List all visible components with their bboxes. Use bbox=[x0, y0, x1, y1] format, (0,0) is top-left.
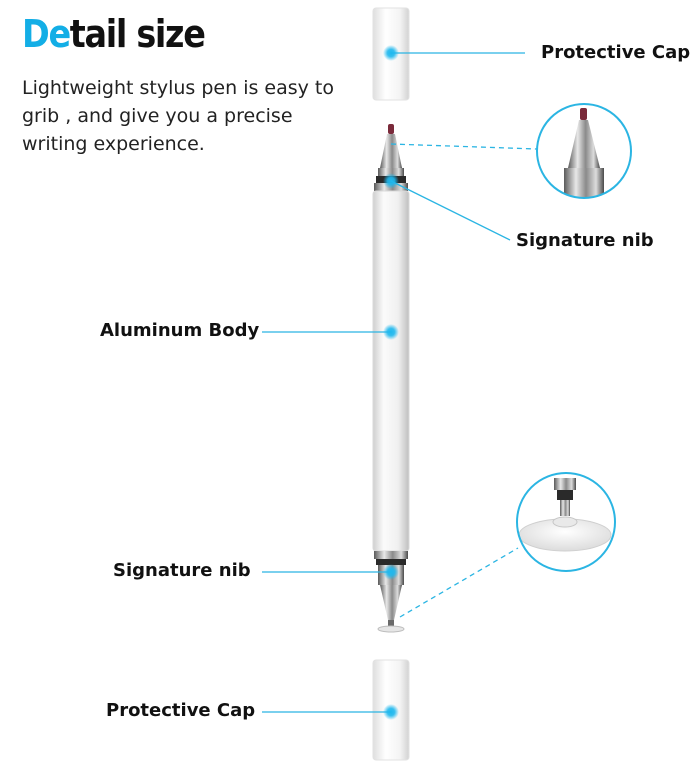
hotspot-dot-icon bbox=[383, 324, 399, 340]
leader-zoom-bottom bbox=[399, 547, 519, 618]
disc-nib-icon bbox=[516, 472, 616, 572]
leader-zoom-top bbox=[390, 143, 538, 150]
signature-nib-bottom bbox=[374, 551, 408, 633]
page-title: Detail size bbox=[22, 8, 206, 60]
label-signature-nib-top: Signature nib bbox=[516, 230, 654, 251]
fine-tip-nib-icon bbox=[536, 103, 632, 199]
leader-lines bbox=[262, 52, 538, 713]
title-accent: De bbox=[22, 12, 71, 56]
hotspot-dot-icon bbox=[383, 173, 399, 189]
leader-nib-top bbox=[390, 180, 511, 241]
title-rest: tail size bbox=[69, 12, 206, 56]
label-signature-nib-bottom: Signature nib bbox=[113, 560, 251, 581]
hotspot-dot-icon bbox=[383, 564, 399, 580]
label-protective-cap-bottom: Protective Cap bbox=[106, 700, 256, 721]
aluminum-body bbox=[372, 190, 410, 552]
hotspot-dot-icon bbox=[383, 704, 399, 720]
label-aluminum-body: Aluminum Body bbox=[100, 320, 260, 341]
label-protective-cap-top: Protective Cap bbox=[541, 42, 691, 63]
hotspot-dot-icon bbox=[383, 45, 399, 61]
product-description: Lightweight stylus pen is easy to grib ,… bbox=[22, 77, 335, 155]
hotspot-dots bbox=[383, 45, 399, 720]
